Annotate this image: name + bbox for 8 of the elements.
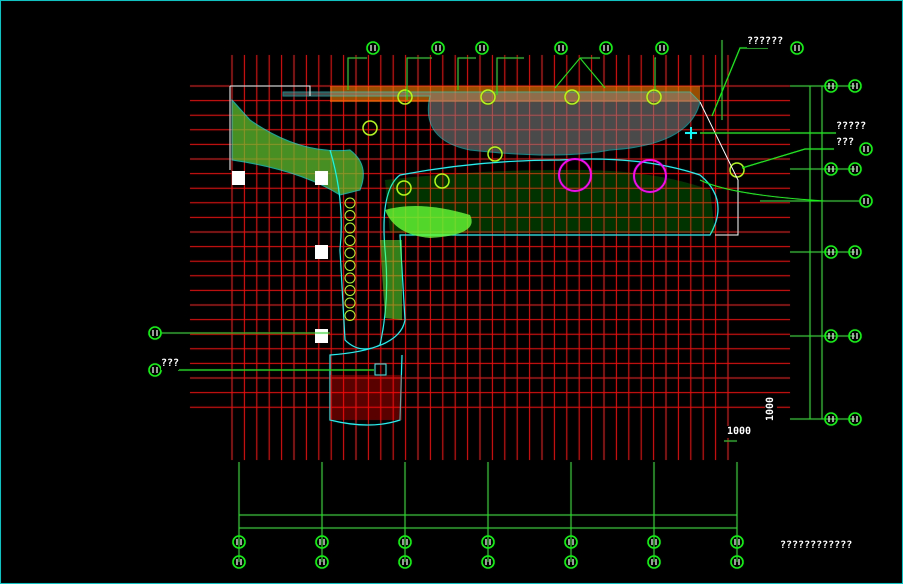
leader-line (711, 47, 768, 116)
dimension-text: 1000 (727, 426, 752, 438)
callout-text: ??? (161, 358, 180, 370)
dimension-text: 1000 (765, 396, 777, 421)
leader-line (742, 148, 834, 169)
callout-text: ?????? (747, 36, 784, 48)
leader-line (700, 132, 836, 134)
leader-line (178, 369, 374, 371)
